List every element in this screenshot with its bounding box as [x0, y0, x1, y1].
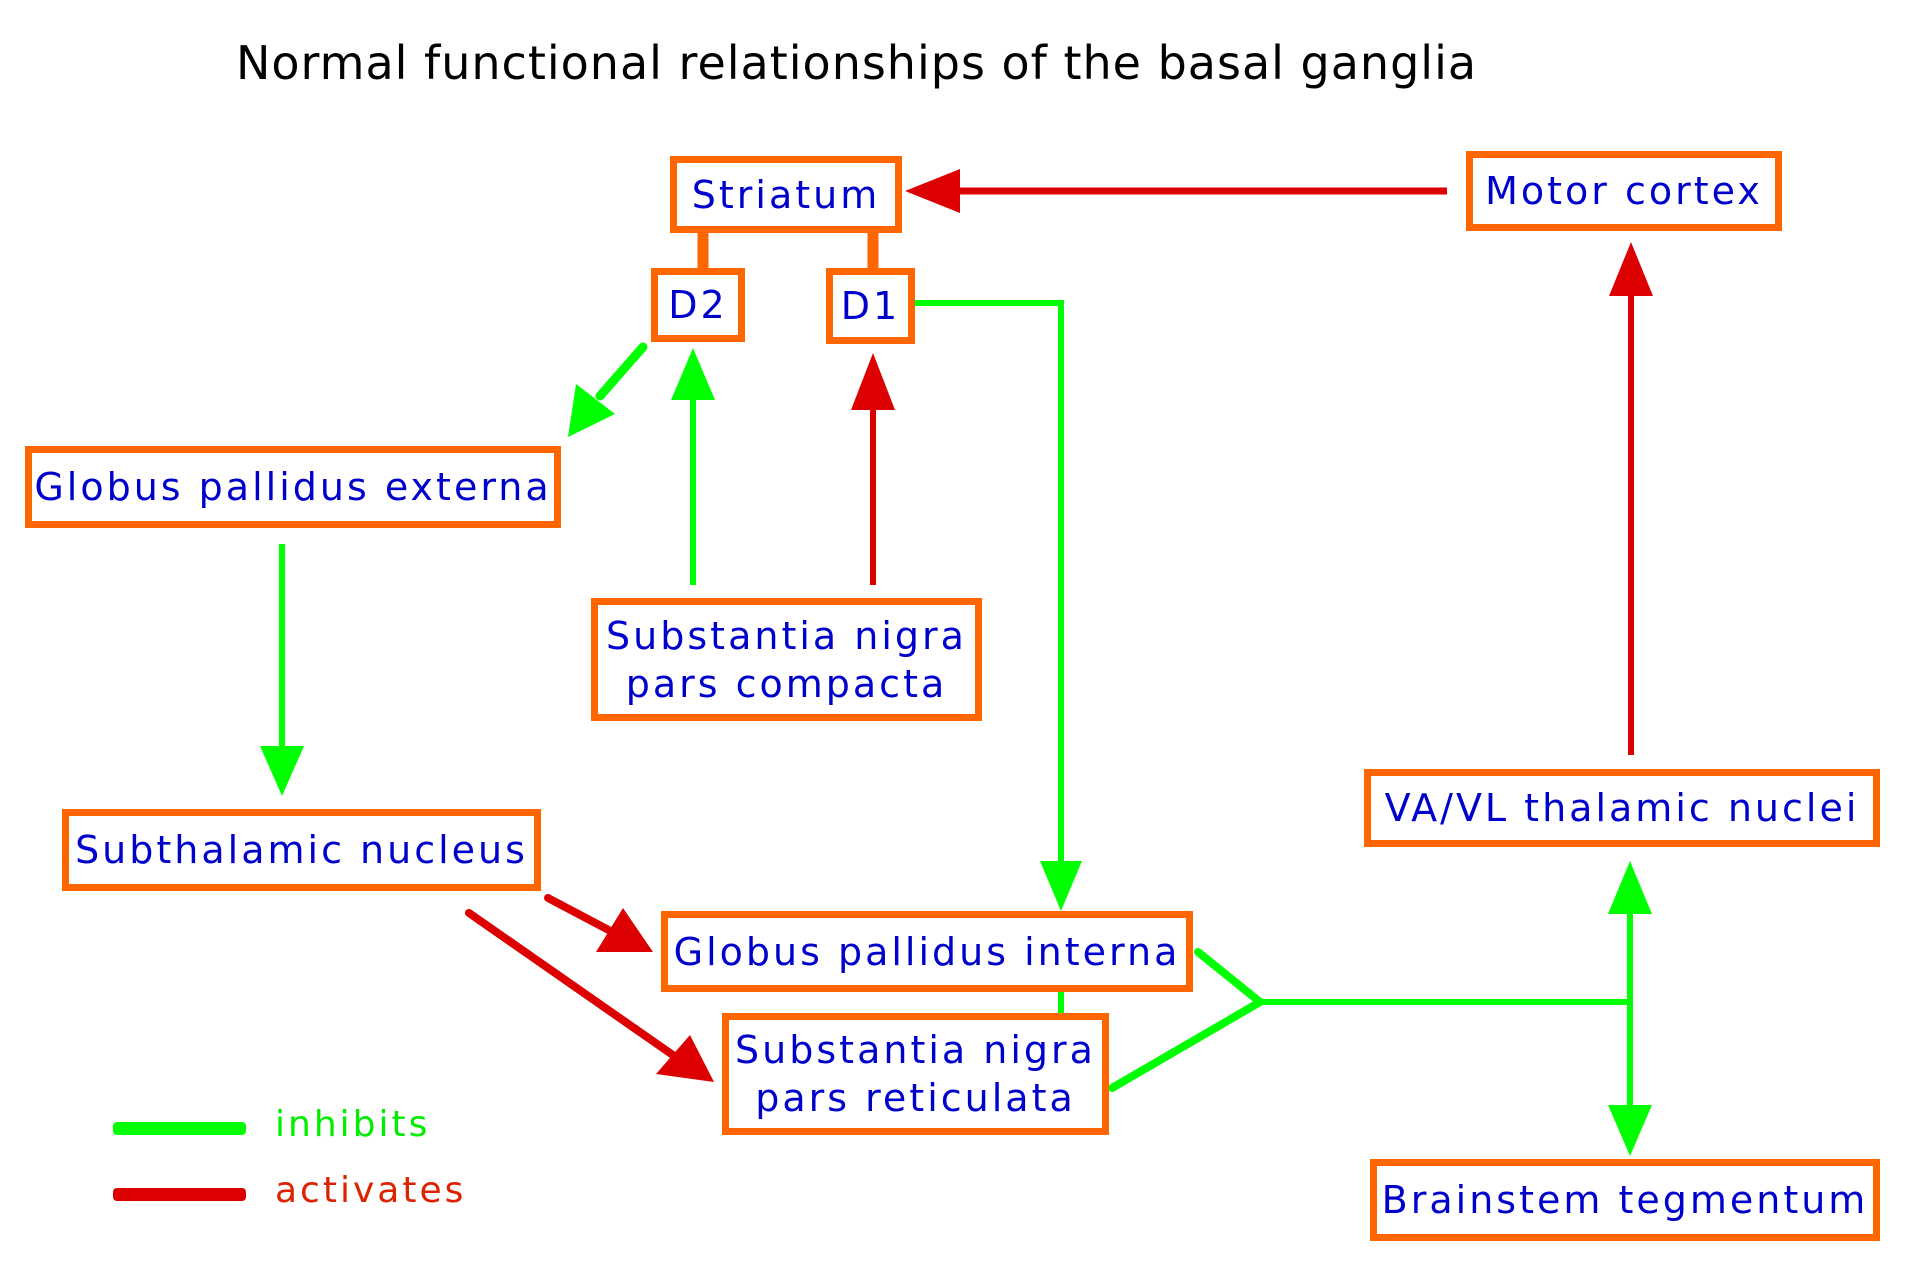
node-subthalamic-nucleus: Subthalamic nucleus [62, 809, 541, 891]
edge-gpi-snr-output [1108, 948, 1630, 1092]
node-motor-cortex: Motor cortex [1466, 151, 1782, 231]
node-globus-pallidus-interna: Globus pallidus interna [661, 911, 1193, 992]
edge-motor-cortex-to-striatum [905, 169, 1447, 213]
edge-d2-to-gpe [568, 342, 648, 437]
node-brainstem-tegmentum: Brainstem tegmentum [1370, 1159, 1880, 1241]
legend-activates-label: activates [275, 1170, 467, 1211]
edge-vavl-to-motor-cortex [1609, 242, 1653, 755]
legend-inhibits-swatch [113, 1122, 246, 1135]
node-globus-pallidus-externa: Globus pallidus externa [25, 446, 561, 528]
legend-activates-swatch [113, 1188, 246, 1201]
legend-inhibits-label: inhibits [275, 1104, 431, 1145]
node-striatum: Striatum [670, 156, 902, 233]
node-va-vl-thalamic-nuclei: VA/VL thalamic nuclei [1364, 769, 1880, 847]
node-d2: D2 [651, 268, 745, 342]
edge-d1-to-gpi [914, 300, 1082, 911]
node-substantia-nigra-pars-compacta: Substantia nigra pars compacta [591, 598, 982, 721]
node-substantia-nigra-pars-reticulata: Substantia nigra pars reticulata [722, 1013, 1109, 1135]
edge-stn-to-gpi [544, 894, 653, 952]
edge-snc-to-d1 [851, 353, 895, 585]
diagram-title: Normal functional relationships of the b… [236, 36, 1478, 90]
edge-output-to-vavl [1608, 861, 1652, 1002]
edge-output-to-brainstem [1608, 1002, 1652, 1156]
edge-stn-to-snr [465, 909, 714, 1082]
edge-gpe-to-stn [260, 544, 304, 796]
node-d1: D1 [826, 268, 915, 344]
edge-snc-to-d2 [671, 348, 715, 585]
